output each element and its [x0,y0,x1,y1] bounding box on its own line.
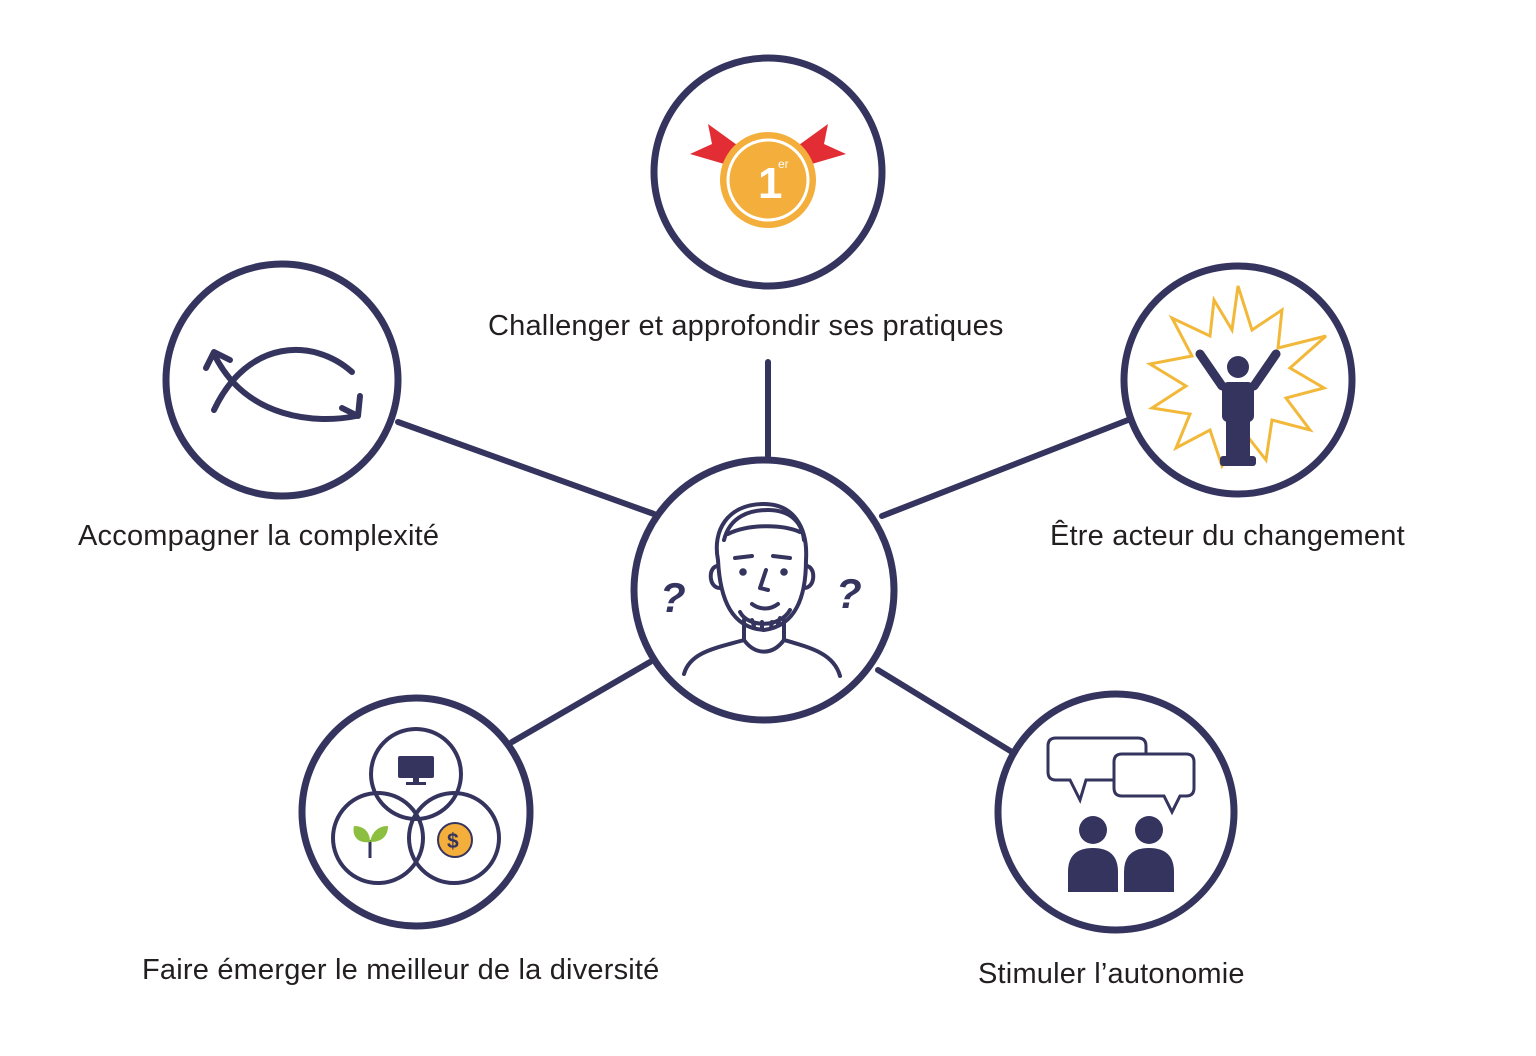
medal-number: 1 [758,159,782,208]
top-node: 1 er [650,54,886,290]
bottom-right-node [994,690,1238,934]
right-node [1120,262,1356,498]
medal-suffix: er [778,157,789,171]
person-thinking-icon [682,501,842,678]
first-place-medal-icon: 1 er [690,124,846,228]
connector-right [879,417,1131,519]
sprout-icon [353,826,388,858]
connector-left [395,419,657,517]
label-right: Être acteur du changement [1050,520,1405,552]
coin-icon: $ [437,822,473,858]
center-node: ? ? [630,456,898,724]
label-top: Challenger et approfondir ses pratiques [488,310,1004,342]
left-circle [162,260,402,500]
dollar-sign: $ [447,830,459,853]
left-node [162,260,402,500]
venn-diversity-icon: $ [331,727,501,885]
label-bottom-left: Faire émerger le meilleur de la diversit… [142,954,660,986]
question-mark-right: ? [836,570,862,617]
bottom-right-circle [994,690,1238,934]
label-bottom-right: Stimuler l’autonomie [978,958,1245,990]
bottom-left-node: $ [298,694,534,930]
person-burst-icon [1145,285,1328,470]
two-people-chat-icon [1046,736,1196,892]
connector-bottom-left [509,659,653,745]
connectors [395,359,1131,755]
crossing-arrows-icon [203,346,363,422]
monitor-icon [398,756,434,785]
connector-bottom-right [875,667,1015,755]
label-left: Accompagner la complexité [78,520,440,552]
question-mark-left: ? [660,574,686,621]
